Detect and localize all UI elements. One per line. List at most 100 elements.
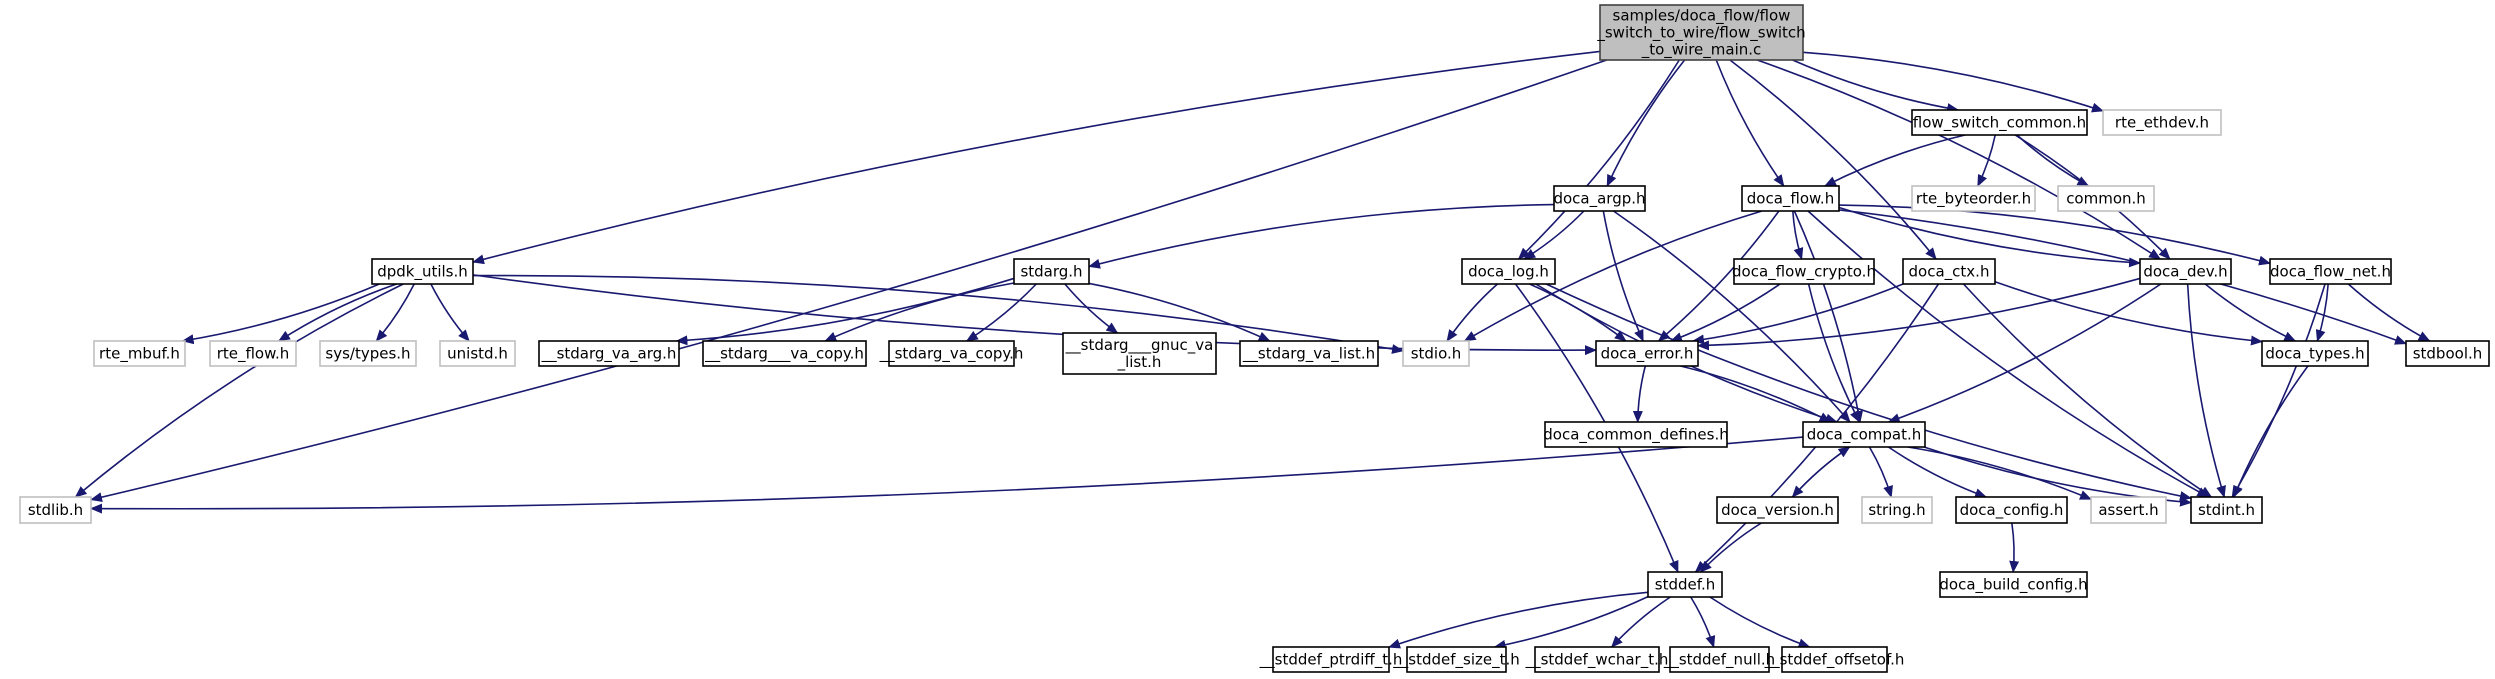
node-box: [2057, 185, 2155, 212]
node-assert: assert.h: [2090, 496, 2167, 524]
node-label: doca_argp.h: [1553, 190, 1645, 209]
node-stddef-offsetof[interactable]: __stddef_offsetof.h: [1764, 646, 1905, 673]
node-doca-build-config[interactable]: doca_build_config.h: [1939, 571, 2088, 598]
node-label: __stddef_wchar_t.h: [1525, 651, 1669, 670]
node-string: string.h: [1861, 496, 1933, 524]
node-box: [2090, 496, 2167, 524]
edge-dpdk_utils-to-rte_flow: [277, 283, 397, 342]
node-label: doca_build_config.h: [1939, 576, 2087, 595]
node-box: [1955, 496, 2068, 524]
node-box: [1781, 646, 1888, 673]
node-label: stdarg.h: [1020, 263, 1082, 281]
node-label: stdbool.h: [2413, 345, 2483, 363]
edge-doca_log-to-doca_error: [1529, 283, 1627, 342]
node-label: _switch_to_wire/flow_switch: [1596, 24, 1805, 43]
node-doca-config[interactable]: doca_config.h: [1955, 496, 2068, 524]
node-box: [209, 340, 297, 367]
edge-doca_compat-to-doca_config: [1887, 446, 1988, 498]
node-label: doca_flow_crypto.h: [1732, 263, 1876, 282]
node-stddef-ptrdiff-t[interactable]: __stddef_ptrdiff_t.h: [1259, 646, 1403, 673]
node-label: string.h: [1868, 501, 1925, 519]
node-doca-error[interactable]: doca_error.h: [1595, 340, 1699, 367]
edge-doca_ctx-to-doca_error: [1692, 283, 1904, 345]
node-label: doca_dev.h: [2143, 263, 2227, 282]
node-stddef-size-t[interactable]: __stddef_size_t.h: [1392, 646, 1520, 673]
node-main[interactable]: samples/doca_flow/flow_switch_to_wire/fl…: [1596, 4, 1806, 61]
node-flow-switch-common[interactable]: flow_switch_common.h: [1911, 109, 2088, 136]
node-box: [1599, 4, 1804, 61]
node-doca-flow[interactable]: doca_flow.h: [1741, 185, 1840, 212]
edge-main-to-dpdk_utils: [472, 50, 1601, 265]
node-doca-dev[interactable]: doca_dev.h: [2139, 258, 2232, 285]
edge-doca_flow_net-to-stdint: [2231, 283, 2326, 498]
edge-doca_flow-to-doca_compat: [1793, 210, 1864, 423]
node-box: [1062, 332, 1217, 375]
node-doca-flow-crypto[interactable]: doca_flow_crypto.h: [1732, 258, 1876, 285]
node-box: [319, 340, 417, 367]
node-doca-argp[interactable]: doca_argp.h: [1553, 185, 1646, 212]
edge-doca_dev-to-doca_error: [1697, 277, 2141, 351]
edge-stdarg-to-stdarg_va_list: [1088, 282, 1271, 342]
node-label: __stdarg___va_copy.h: [704, 345, 864, 364]
edge-doca_argp-to-doca_compat: [1613, 210, 1851, 423]
node-doca-types[interactable]: doca_types.h: [2261, 340, 2369, 367]
node-label: stddef.h: [1655, 576, 1715, 594]
edge-stddef-to-stddef_wchar_t: [1610, 596, 1671, 648]
node-box: [1741, 185, 1840, 212]
node-stdint[interactable]: stdint.h: [2190, 496, 2263, 524]
node-stdarg---gnuc-va-list[interactable]: __stdarg___gnuc_va_list.h: [1062, 332, 1217, 375]
node-box: [1544, 421, 1728, 448]
node-box: [1553, 185, 1646, 212]
edge-dpdk_utils-to-rte_mbuf: [181, 283, 380, 345]
edge-main-to-flow_switch_common: [1792, 59, 1960, 114]
node-stdarg-va-arg[interactable]: __stdarg_va_arg.h: [538, 340, 680, 367]
edge-stdarg-to-stdarg___gnuc_va_list: [1064, 283, 1119, 334]
edge-doca_types-to-stdint: [2233, 365, 2309, 498]
edge-doca_compat-to-doca_version: [1791, 446, 1851, 498]
edge-main-to-doca_dev: [1756, 59, 2162, 260]
node-doca-ctx[interactable]: doca_ctx.h: [1902, 258, 1996, 285]
node-unistd: unistd.h: [439, 340, 516, 367]
edge-doca_compat-to-stdlib: [90, 436, 1804, 514]
edge-doca_ctx-to-stdint: [1962, 283, 2213, 498]
node-doca-flow-net[interactable]: doca_flow_net.h: [2269, 258, 2392, 285]
node-box: [1716, 496, 1839, 524]
node-stddef-wchar-t[interactable]: __stddef_wchar_t.h: [1525, 646, 1669, 673]
edge-doca_compat-to-assert: [1907, 446, 2092, 501]
node-stdlib: stdlib.h: [19, 496, 92, 524]
edge-dpdk_utils-to-stdlib: [74, 283, 404, 498]
node-box: [1733, 258, 1875, 285]
node-stddef[interactable]: stddef.h: [1647, 571, 1723, 598]
node-label: stdlib.h: [28, 501, 83, 519]
edge-stddef-to-stddef_null: [1690, 596, 1716, 648]
node-label: stdio.h: [1411, 345, 1462, 363]
edge-dpdk_utils-to-stdio: [472, 274, 1404, 354]
node-stdbool[interactable]: stdbool.h: [2405, 340, 2490, 367]
edge-doca_error-to-doca_compat: [1680, 365, 1832, 423]
node-label: rte_byteorder.h: [1916, 190, 2031, 209]
node-box: [2261, 340, 2369, 367]
edge-doca_dev-to-doca_types: [2204, 283, 2297, 342]
edge-doca_flow-to-stdint: [1807, 210, 2210, 498]
node-doca-log[interactable]: doca_log.h: [1461, 258, 1556, 285]
node-stdarg-va-list[interactable]: __stdarg_va_list.h: [1239, 340, 1379, 367]
node-label: doca_common_defines.h: [1543, 426, 1729, 445]
node-doca-common-defines[interactable]: doca_common_defines.h: [1543, 421, 1729, 448]
node-doca-compat[interactable]: doca_compat.h: [1802, 421, 1926, 448]
edge-doca_config-to-doca_build_config: [2009, 522, 2020, 573]
node-stdarg---va-copy[interactable]: __stdarg___va_copy.h: [702, 340, 867, 367]
node-stddef-null[interactable]: __stddef_null.h: [1663, 646, 1775, 673]
edge-dpdk_utils-to-unistd: [430, 283, 470, 342]
edge-doca_flow-to-stdbool: [1838, 209, 2407, 345]
node-stdarg-va-copy[interactable]: __stdarg_va_copy.h: [879, 340, 1024, 367]
edge-doca_dev-to-stdint: [2186, 283, 2226, 498]
node-dpdk-utils[interactable]: dpdk_utils.h: [371, 258, 474, 285]
node-stdarg[interactable]: stdarg.h: [1013, 258, 1090, 285]
node-label: doca_version.h: [1721, 501, 1834, 520]
node-label: doca_compat.h: [1807, 426, 1922, 445]
node-box: [1534, 646, 1660, 673]
node-doca-version[interactable]: doca_version.h: [1716, 496, 1839, 524]
node-label: __stddef_ptrdiff_t.h: [1259, 651, 1403, 670]
node-label: rte_mbuf.h: [99, 345, 180, 364]
